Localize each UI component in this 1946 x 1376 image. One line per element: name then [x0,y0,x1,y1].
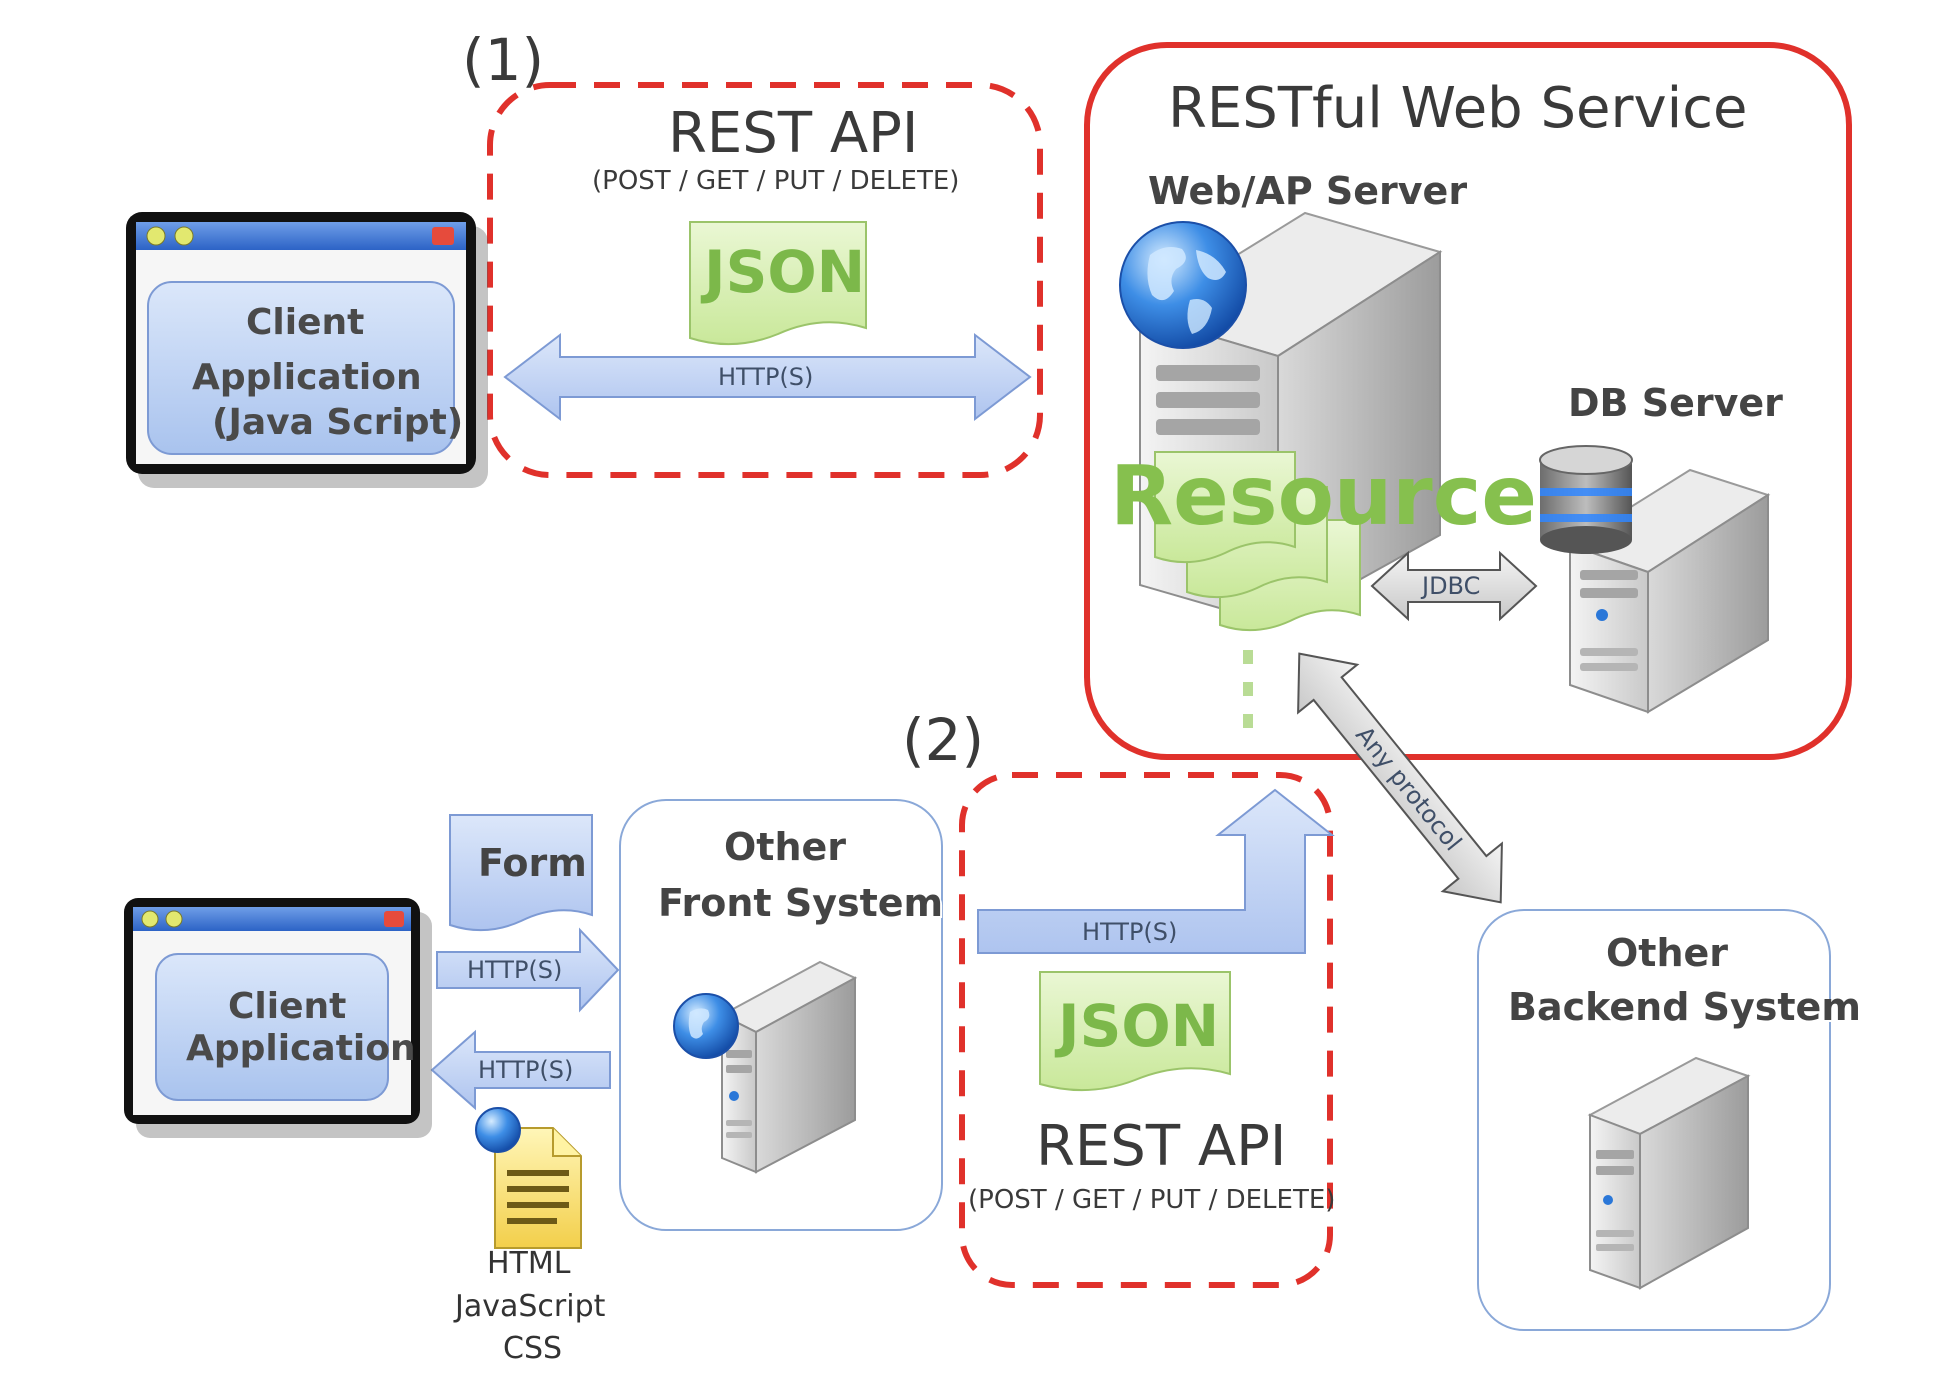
resource-label: Resource [1110,449,1537,544]
rest-api-box-1: REST API (POST / GET / PUT / DELETE) [487,82,1043,478]
jdbc-arrow: JDBC [1370,550,1538,622]
http-label-2: HTTP(S) [1082,918,1177,946]
front-system-line-1-shadow: Other [726,827,848,871]
backend-system-line-1: Other [1606,931,1728,975]
rest-api-title-2: REST API [1036,1114,1286,1179]
json-label-2: JSON [1054,992,1219,1060]
http-up-arrow-2: HTTP(S) [977,788,1335,954]
resource-documents: Resource [1110,449,1537,632]
backend-system-line-1-shadow: Other [1608,933,1730,977]
client-1-line-1: Client [246,302,364,343]
file-type-css: CSS [503,1331,562,1366]
section-2-number: (2) [902,706,984,774]
front-system-line-2-shadow: Front System [660,883,945,927]
close-icon [432,227,454,245]
close-icon-2 [384,911,404,927]
restful-web-service-container: RESTful Web Service Web/AP Server Web/AP… [1084,42,1852,760]
db-server-label: DB Server [1568,381,1783,425]
backend-server-icon [1587,1056,1751,1290]
front-system-line-1: Other [724,825,846,869]
rest-api-box-2: REST API (POST / GET / PUT / DELETE) [959,772,1335,1288]
any-protocol-label: Any protocol [1350,721,1467,856]
backend-system-line-2-shadow: Backend System [1510,987,1863,1031]
http-response-label: HTTP(S) [478,1056,573,1084]
http-request-arrow: HTTP(S) [436,927,620,1013]
form-label: Form [478,841,587,885]
http-double-arrow-1: HTTP(S) [503,332,1032,422]
file-type-html: HTML [487,1246,571,1281]
client-window-1: Client Application (Java Script) [126,212,488,488]
json-label-1: JSON [700,238,865,306]
file-type-javascript: JavaScript [453,1289,606,1324]
resource-dotted-line [1243,650,1253,728]
web-ap-server-label: Web/AP Server [1148,169,1467,213]
any-protocol-arrow: Any protocol [1297,652,1503,904]
client-2-line-1: Client [228,986,346,1027]
db-server-label-shadow: DB Server [1570,383,1785,427]
json-document-1: JSON [689,221,867,346]
backend-system-line-2: Backend System [1508,985,1861,1029]
client-window-2: Client Application [124,898,432,1138]
front-server-icon [719,960,858,1174]
rest-api-title-1: REST API [668,101,918,166]
database-icon [1539,445,1633,554]
rest-api-methods-2: (POST / GET / PUT / DELETE) [968,1185,1335,1215]
client-1-line-2: Application [192,357,422,398]
form-document: Form [449,814,593,932]
front-globe-icon [673,993,739,1059]
front-system-line-2: Front System [658,881,943,925]
client-1-line-3: (Java Script) [212,402,463,443]
json-document-2: JSON [1039,971,1231,1092]
rest-api-methods-1: (POST / GET / PUT / DELETE) [592,166,959,196]
client-2-line-2: Application [186,1028,416,1069]
db-server-icon [1567,468,1771,714]
http-request-label: HTTP(S) [467,956,562,984]
section-1-number: (1) [462,26,544,94]
globe-icon [1119,221,1247,349]
web-ap-server-label-shadow: Web/AP Server [1150,171,1469,215]
http-response-arrow: HTTP(S) [430,1029,611,1111]
restful-web-service-title: RESTful Web Service [1168,76,1747,141]
jdbc-label: JDBC [1420,572,1480,600]
http-label-1: HTTP(S) [718,363,813,391]
web-file-icon [475,1107,582,1249]
